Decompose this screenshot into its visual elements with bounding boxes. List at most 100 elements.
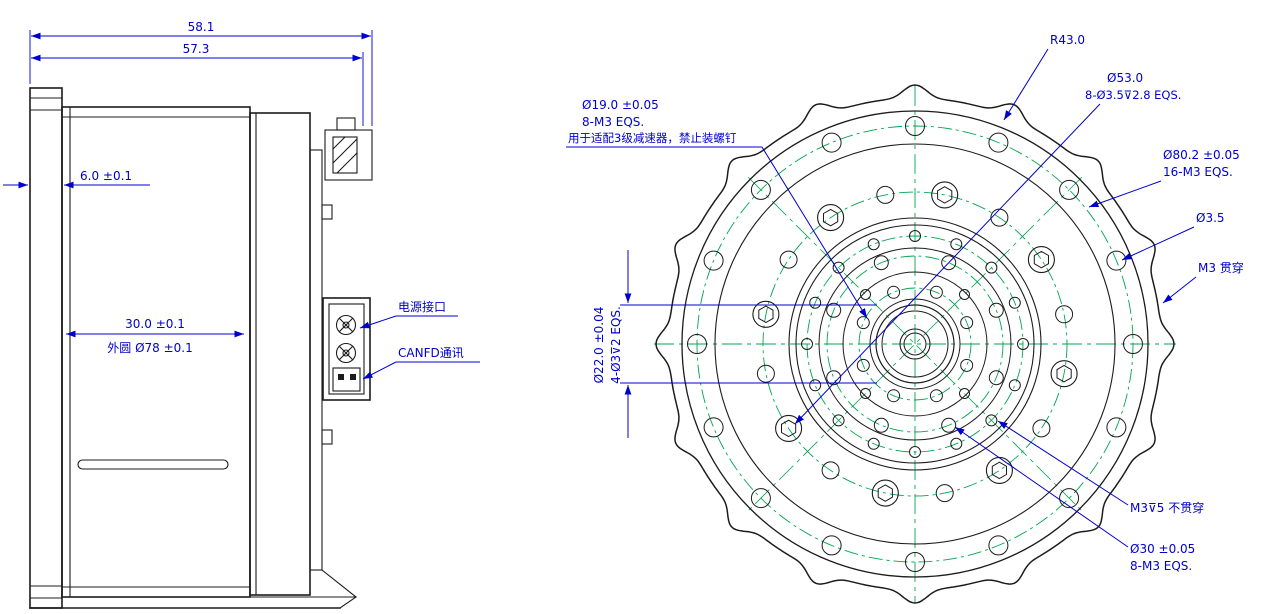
leader-r43 [1003, 48, 1049, 121]
bolt-circle [762, 191, 1068, 497]
mount-hole-m3 [821, 132, 842, 153]
hole-small [1017, 338, 1029, 350]
mount-hole-m3 [750, 179, 771, 200]
connector-block-inner [328, 303, 365, 395]
mount-hole-m3 [750, 488, 771, 509]
mount-hole-m3 [988, 132, 1009, 153]
hole-m3-d19 [856, 358, 870, 372]
hole-m3-d30 [873, 255, 889, 271]
hole-m3-d19 [960, 358, 974, 372]
hole-small [950, 437, 963, 450]
hex-screw-head [985, 456, 1013, 484]
hex-socket [877, 484, 893, 502]
dim-text-6-0: 6.0 ±0.1 [80, 169, 132, 183]
hole-m3-d30 [941, 417, 957, 433]
rear-tab [321, 204, 333, 220]
hole-m3-d19 [960, 316, 974, 330]
hole-small [985, 414, 998, 427]
counterbore-hole [779, 250, 798, 269]
hole-small [909, 230, 921, 242]
hole-small [801, 338, 813, 350]
mount-hole-m3 [1059, 179, 1080, 200]
ring-r119 [795, 224, 1035, 464]
hole-m3-d19 [929, 389, 943, 403]
mount-hole-m3 [687, 334, 707, 354]
flange-scalloped-outline [655, 84, 1175, 604]
hole-d3-d22 [860, 289, 871, 300]
ring-r200 [714, 143, 1116, 545]
hole-m3-d30 [826, 302, 842, 318]
counterbore-hole [876, 185, 895, 204]
hole-m3-d30 [826, 370, 842, 386]
hex-screw-head [775, 414, 803, 442]
canfd-pin [350, 374, 356, 380]
leader-d53 [794, 103, 1101, 425]
label-canfd: CANFD通讯 [398, 346, 464, 360]
ring-r39 [875, 304, 955, 384]
ring-r233 [681, 110, 1149, 578]
hex-screw-head [1027, 246, 1055, 274]
hole-m3-d19 [887, 285, 901, 299]
dim-text-d30: Ø30 ±0.05 [1130, 542, 1195, 556]
leader-canfd [362, 361, 397, 380]
side-view: 58.1 57.3 6.0 ±0.1 30.0 ±0.1 外圆 Ø78 ±0.1… [3, 20, 480, 609]
dim-text-30-0: 30.0 ±0.1 [125, 317, 185, 331]
centerline-diagonal [747, 176, 1083, 512]
dim-text-58-1: 58.1 [188, 20, 215, 34]
bolt-circle [858, 287, 972, 401]
mount-hole-m3 [1123, 334, 1143, 354]
rear-chamfer [321, 569, 357, 598]
connector-block [322, 297, 371, 401]
bolt-circle [806, 235, 1024, 453]
ring-r33 [881, 310, 949, 378]
counterbore-hole [1032, 419, 1051, 438]
ring-r11 [903, 332, 927, 356]
hole-small [1008, 379, 1021, 392]
pin-cross-line [338, 345, 354, 361]
leader-m3-blind [997, 420, 1129, 506]
dim-text-m3-blind: M3⊽5 不贯穿 [1130, 500, 1204, 515]
bolt-circle [696, 125, 1134, 563]
hole-small [985, 261, 998, 274]
hex-screw-head [931, 181, 959, 209]
hole-d3-d22 [959, 388, 970, 399]
counterbore-hole [756, 364, 775, 383]
dim-text-d19-note: 8-M3 EQS. [582, 115, 644, 129]
leader-d35 [1121, 226, 1195, 261]
ring-r15 [899, 328, 931, 360]
mount-hole-m3 [1106, 417, 1127, 438]
dim-text-57-3: 57.3 [183, 42, 210, 56]
hole-small [867, 238, 880, 251]
leader-d30 [954, 426, 1129, 548]
rear-housing [249, 112, 311, 596]
canfd-connector [332, 367, 361, 392]
hole-small [867, 437, 880, 450]
hex-socket [823, 208, 839, 227]
hex-screw-head [752, 300, 780, 328]
dim-text-r43: R43.0 [1050, 33, 1085, 47]
dim-text-d22-note: 4-Ø3⊽2 EQS. [609, 306, 623, 384]
mount-hole-m3 [821, 535, 842, 556]
rear-tab [321, 429, 333, 445]
hatch-line [336, 152, 358, 174]
flange-strip [29, 87, 63, 609]
leader-m3-through [1162, 276, 1197, 304]
dim-text-d30-note: 8-M3 EQS. [1130, 559, 1192, 573]
mount-hole-m3 [905, 116, 925, 136]
dim-text-d35: Ø3.5 [1196, 211, 1225, 225]
ring-r72 [842, 271, 988, 417]
hex-socket [781, 419, 797, 438]
hole-small [832, 261, 845, 274]
hex-screw-head [871, 479, 899, 507]
mount-hole-m3 [988, 535, 1009, 556]
hex-screw-head [1050, 360, 1078, 388]
hex-socket [991, 461, 1007, 480]
counterbore-hole [821, 461, 840, 480]
pin-cross-line [338, 317, 354, 333]
counterbore-hole [1055, 305, 1074, 324]
rear-cap [309, 149, 323, 571]
power-connector-pin-center [342, 321, 350, 329]
base-chamfer [339, 596, 357, 609]
